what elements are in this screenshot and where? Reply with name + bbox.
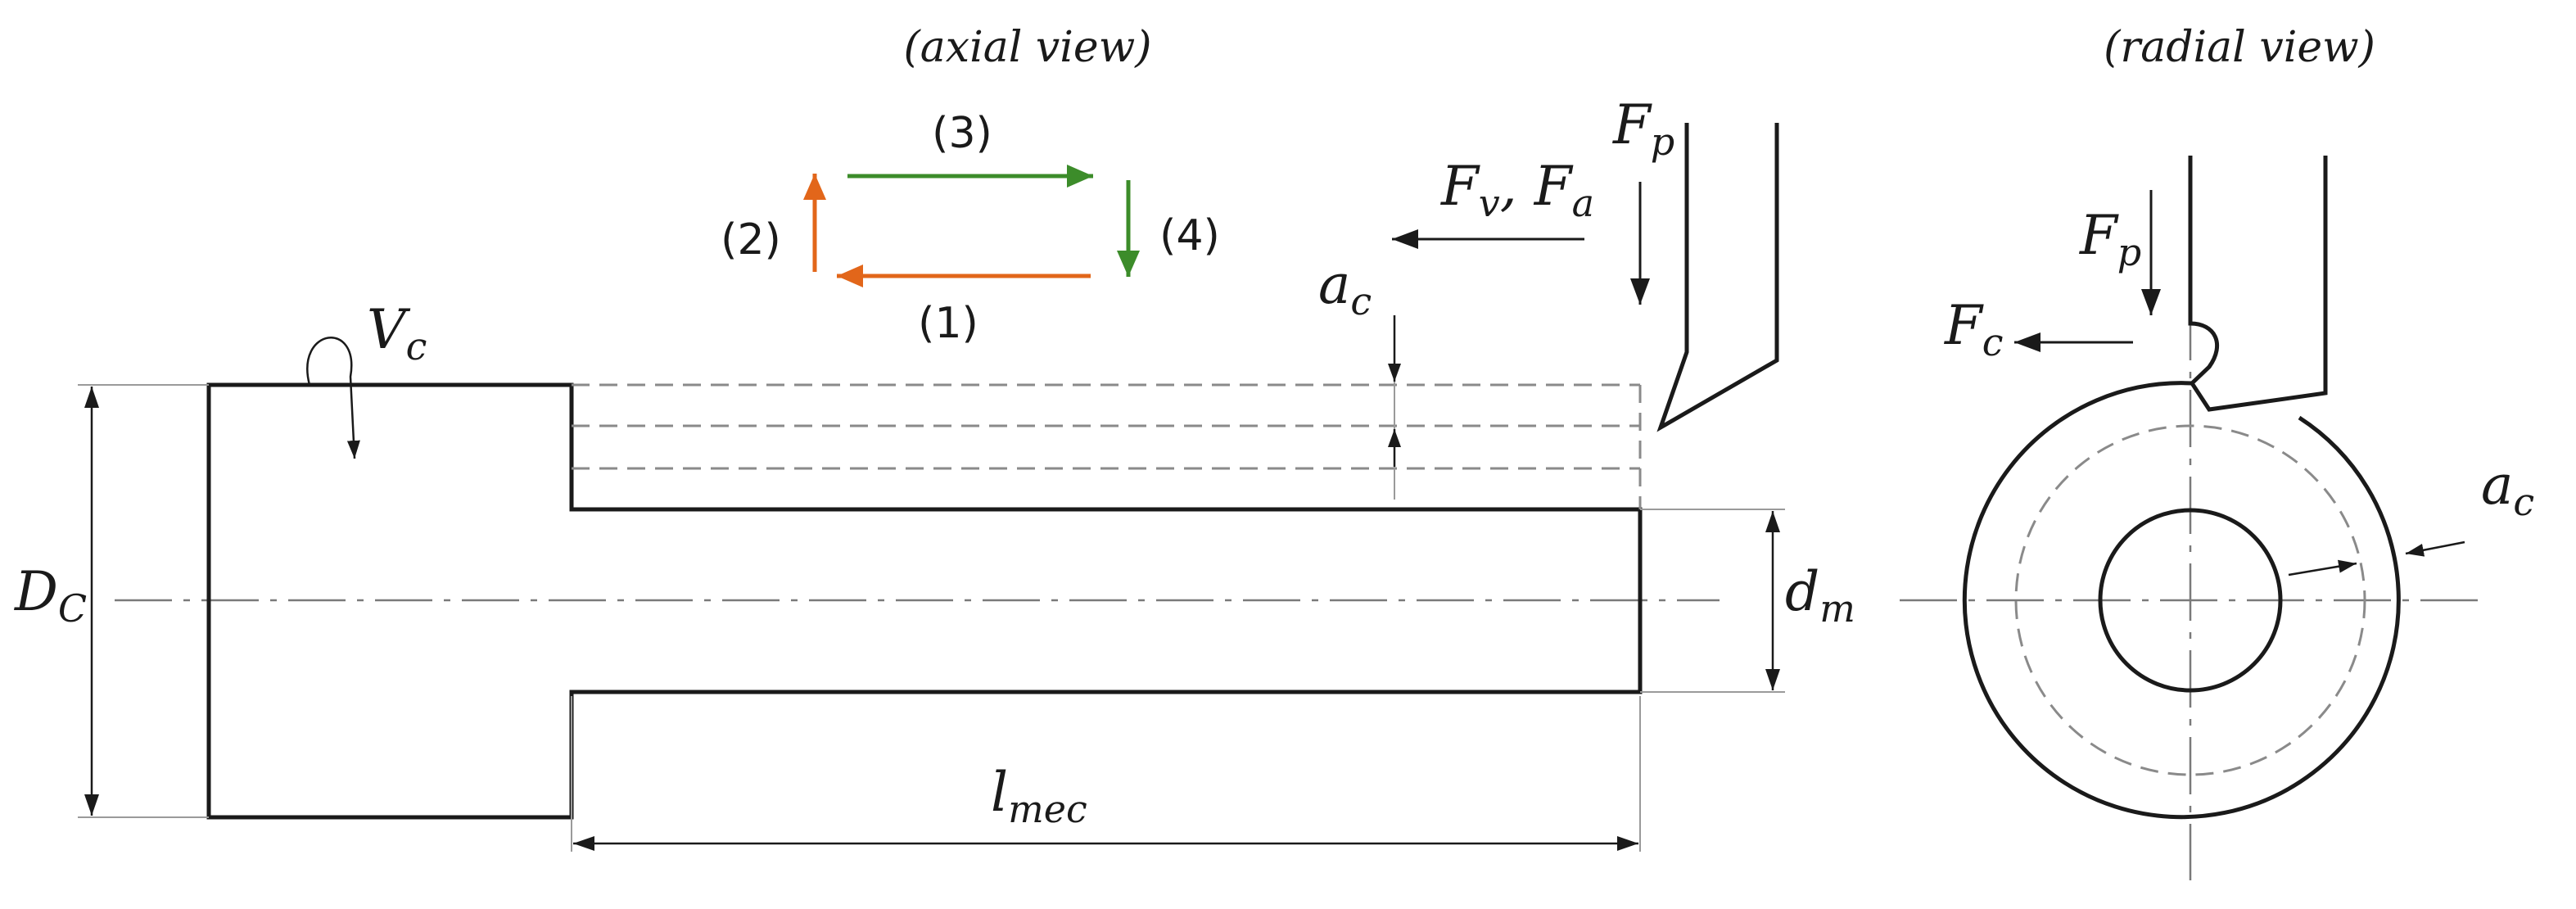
machining-path-cycle: (1) (2) (3) (4): [721, 109, 1220, 348]
ac-axial-label: ac: [1318, 253, 1372, 323]
removed-material-layers: [572, 383, 1642, 509]
radial-view-title: (radial view): [2104, 23, 2375, 72]
fp-radial-force: Fp: [2079, 190, 2161, 315]
path-step-3-label: (3): [932, 109, 992, 158]
workpiece-inner-circle: [2098, 508, 2283, 693]
fc-radial-force: Fc: [1944, 294, 2133, 364]
axial-view: (axial view) DC Vc lmec: [14, 23, 1855, 852]
dm-label: dm: [1785, 560, 1855, 631]
fp-axial-label: Fp: [1612, 93, 1674, 164]
dc-dimension: DC: [14, 384, 209, 818]
fc-radial-label: Fc: [1944, 294, 2004, 364]
vc-rotation: Vc: [306, 298, 427, 459]
fp-axial-force: Fp: [1612, 93, 1674, 305]
radial-cutting-tool: [2188, 156, 2328, 412]
workpiece-outer-circle: [1962, 381, 2401, 820]
dm-dimension: dm: [1640, 509, 1855, 693]
fv-fa-force: Fv, Fa: [1392, 155, 1594, 249]
axial-view-title: (axial view): [904, 23, 1152, 72]
lmec-label: lmec: [991, 761, 1087, 831]
path-step-1-label: (1): [918, 299, 978, 348]
path-step-4-label: (4): [1159, 211, 1220, 260]
ac-axial-dimension: ac: [1318, 253, 1401, 500]
fp-radial-label: Fp: [2079, 204, 2141, 274]
workpiece-dashed-circle: [2014, 424, 2366, 776]
dc-label: DC: [14, 560, 87, 631]
vc-label: Vc: [367, 298, 427, 369]
ac-radial-label: ac: [2481, 454, 2534, 524]
radial-view: (radial view) Fp Fc ac: [1900, 23, 2534, 880]
lmec-dimension: lmec: [571, 696, 1641, 852]
cutting-tool: [1656, 123, 1779, 432]
ac-radial-dimension: ac: [2288, 454, 2534, 577]
path-step-2-label: (2): [721, 215, 781, 265]
fv-fa-label: Fv, Fa: [1440, 155, 1594, 225]
